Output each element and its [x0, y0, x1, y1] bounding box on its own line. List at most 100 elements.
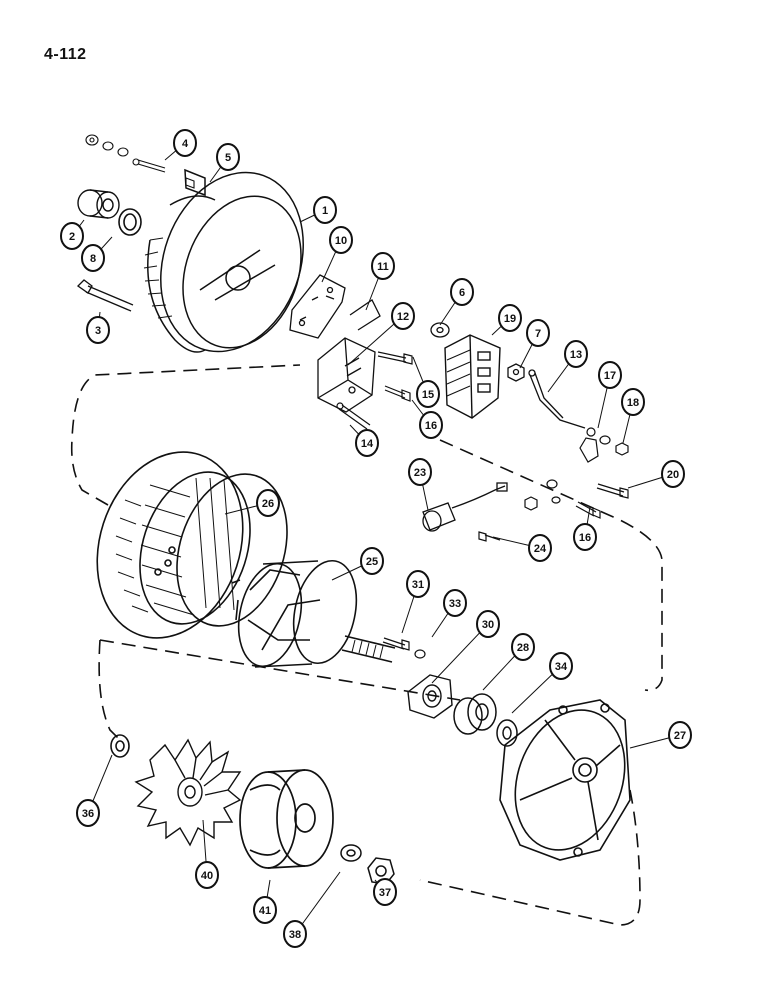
lock-washer	[340, 844, 362, 862]
callout-number: 6	[459, 287, 465, 299]
drive-end-housing	[499, 699, 631, 861]
callout-38: 38	[283, 920, 307, 948]
capacitor-screws	[478, 496, 538, 542]
rear-housing	[143, 168, 304, 353]
callout-13: 13	[564, 340, 588, 368]
callout-number: 12	[397, 311, 409, 323]
callout-7: 7	[526, 319, 550, 347]
terminal-clip	[579, 427, 611, 463]
callout-31: 31	[406, 570, 430, 598]
callout-17: 17	[598, 361, 622, 389]
callout-number: 25	[366, 556, 378, 568]
callout-1: 1	[313, 196, 337, 224]
fan	[134, 738, 242, 847]
callout-number: 30	[482, 619, 494, 631]
callout-number: 17	[604, 370, 616, 382]
callout-number: 33	[449, 598, 461, 610]
callout-number: 19	[504, 313, 516, 325]
callout-number: 1	[322, 205, 328, 217]
callout-number: 4	[182, 138, 189, 150]
callout-8: 8	[81, 244, 105, 272]
callout-25: 25	[360, 547, 384, 575]
callout-number: 23	[414, 467, 426, 479]
callout-41: 41	[253, 896, 277, 924]
callout-10: 10	[329, 226, 353, 254]
callout-number: 26	[262, 498, 274, 510]
callout-number: 5	[225, 152, 231, 164]
callout-28: 28	[511, 633, 535, 661]
callout-number: 40	[201, 870, 213, 882]
washer	[430, 322, 450, 338]
callout-number: 34	[555, 661, 568, 673]
callout-18: 18	[621, 388, 645, 416]
callout-number: 24	[534, 543, 547, 555]
callout-number: 16	[579, 532, 591, 544]
callout-number: 38	[289, 929, 301, 941]
spacer-washer	[496, 719, 518, 747]
callout-2: 2	[60, 222, 84, 250]
callout-number: 37	[379, 887, 391, 899]
callout-3: 3	[86, 316, 110, 344]
callout-number: 8	[90, 253, 96, 265]
strap-terminal	[528, 369, 586, 429]
callout-number: 28	[517, 642, 529, 654]
callout-number: 36	[82, 808, 94, 820]
callout-27: 27	[668, 721, 692, 749]
rectifier-bridge	[444, 334, 501, 419]
callout-11: 11	[371, 252, 395, 280]
callout-number: 41	[259, 905, 271, 917]
callout-bubbles: 1234567810111213141516161718192023242526…	[60, 129, 692, 948]
callout-number: 10	[335, 235, 347, 247]
callout-number: 11	[377, 261, 389, 273]
callout-33: 33	[443, 589, 467, 617]
small-screw-lockwasher	[382, 637, 426, 659]
callout-12: 12	[391, 302, 415, 330]
callout-number: 18	[627, 397, 639, 409]
callout-23: 23	[408, 458, 432, 486]
callout-number: 20	[667, 469, 679, 481]
callout-4: 4	[173, 129, 197, 157]
callout-14: 14	[355, 429, 379, 457]
seal	[118, 208, 142, 236]
dashed-group-outlines	[70, 364, 663, 926]
callout-26: 26	[256, 489, 280, 517]
callout-15: 15	[416, 380, 440, 408]
callout-number: 27	[674, 730, 686, 742]
capacitor	[422, 482, 508, 532]
through-bolt	[76, 279, 134, 312]
pulley-nut	[367, 857, 395, 885]
callout-number: 16	[425, 420, 437, 432]
callout-16: 16	[419, 411, 443, 439]
callout-number: 14	[361, 438, 374, 450]
callout-30: 30	[476, 610, 500, 638]
bushing	[77, 189, 120, 219]
page-number: 4-112	[44, 46, 87, 63]
callout-16: 16	[573, 523, 597, 551]
callout-24: 24	[528, 534, 552, 562]
callout-5: 5	[216, 143, 240, 171]
callout-20: 20	[661, 460, 685, 488]
voltage-regulator	[317, 299, 381, 413]
callout-34: 34	[549, 652, 573, 680]
rotor	[231, 559, 396, 668]
callout-number: 7	[535, 328, 541, 340]
regulator-screws	[336, 351, 413, 430]
small-nut	[615, 442, 629, 456]
callout-36: 36	[76, 799, 100, 827]
bolts-right	[546, 479, 629, 519]
callout-19: 19	[498, 304, 522, 332]
bearing-retainer	[407, 674, 453, 719]
pulley	[239, 769, 334, 869]
top-nuts-washers	[85, 134, 195, 189]
callout-number: 15	[422, 389, 434, 401]
callout-37: 37	[373, 878, 397, 906]
callout-number: 13	[570, 349, 582, 361]
brush-holder	[289, 274, 346, 339]
nut	[507, 363, 525, 382]
callout-40: 40	[195, 861, 219, 889]
spacer-ring	[110, 734, 130, 758]
callout-6: 6	[450, 278, 474, 306]
callout-number: 2	[69, 231, 75, 243]
